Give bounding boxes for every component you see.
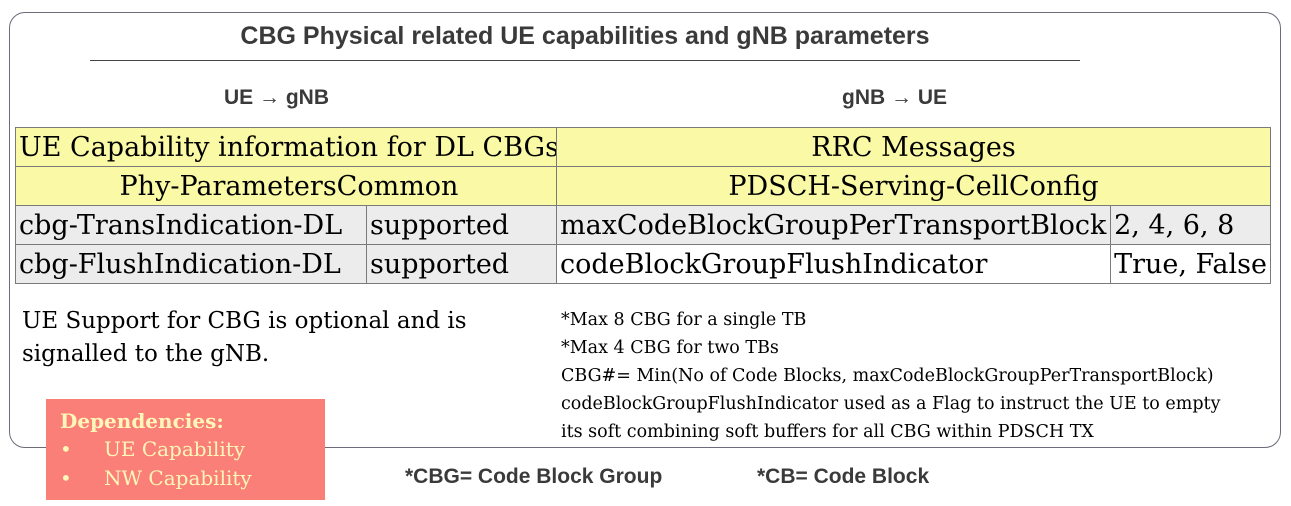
parameter-value: True, False [1110,244,1271,284]
content-frame [9,12,1281,448]
cbg-notes: *Max 8 CBG for a single TB *Max 4 CBG fo… [561,306,1276,446]
cbg-footnote: *CBG= Code Block Group [405,465,663,488]
table-row: maxCodeBlockGroupPerTransportBlock 2, 4,… [555,205,1271,245]
cb-footnote: *CB= Code Block [757,465,930,488]
bullet-icon: • [60,437,72,461]
right-direction-label: gNB → UE [842,86,947,109]
ue-capability-header: UE Capability information for DL CBGs [15,127,563,167]
title-underline [90,60,1080,61]
list-item: • NW Capability [60,464,311,493]
ue-support-note: UE Support for CBG is optional and is si… [22,308,467,367]
table-row: cbg-FlushIndication-DL supported [15,244,563,284]
parameter-value: supported [366,205,563,245]
page-title: CBG Physical related UE capabilities and… [240,22,930,50]
parameter-value: 2, 4, 6, 8 [1110,205,1271,245]
ue-capability-table: UE Capability information for DL CBGs Ph… [15,127,563,284]
note-line: *Max 8 CBG for a single TB [561,310,807,330]
note-line: codeBlockGroupFlushIndicator used as a F… [561,394,1221,414]
table-row: cbg-TransIndication-DL supported [15,205,563,245]
note-line: *Max 4 CBG for two TBs [561,338,779,358]
dependency-label: NW Capability [104,466,252,490]
left-direction-label: UE → gNB [224,86,329,109]
pdsch-config-header: PDSCH-Serving-CellConfig [556,166,1271,206]
parameter-name: cbg-TransIndication-DL [15,205,367,245]
list-item: • UE Capability [60,435,311,464]
note-line: CBG#= Min(No of Code Blocks, maxCodeBloc… [561,366,1214,386]
parameter-name: cbg-FlushIndication-DL [15,244,367,284]
rrc-messages-header: RRC Messages [556,127,1271,167]
dependency-label: UE Capability [104,437,246,461]
parameter-value: supported [366,244,563,284]
dependencies-heading: Dependencies: [60,409,224,433]
rrc-messages-table: RRC Messages PDSCH-Serving-CellConfig ma… [555,127,1271,284]
table-row: codeBlockGroupFlushIndicator True, False [555,244,1271,284]
note-line: its soft combining soft buffers for all … [561,422,1094,442]
parameter-name: maxCodeBlockGroupPerTransportBlock [555,205,1112,245]
bullet-icon: • [60,466,72,490]
dependencies-box: Dependencies: • UE Capability • NW Capab… [46,399,325,500]
phy-parameters-header: Phy-ParametersCommon [15,166,563,206]
parameter-name: codeBlockGroupFlushIndicator [555,244,1112,284]
